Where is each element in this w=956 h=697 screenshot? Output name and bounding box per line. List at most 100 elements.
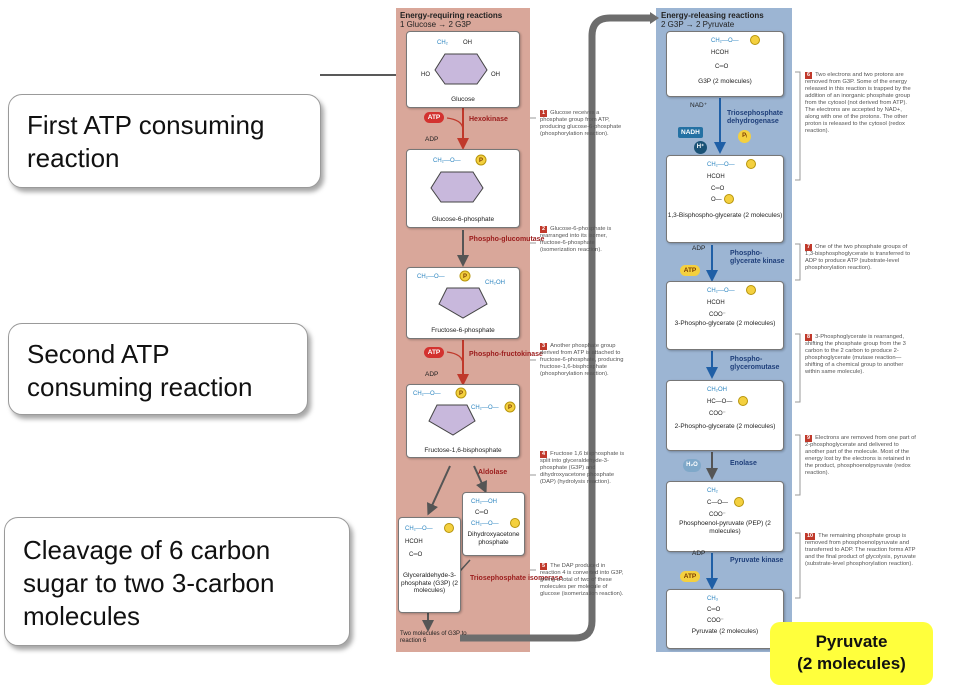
svg-text:P: P: [479, 158, 483, 164]
svg-text:COO⁻: COO⁻: [707, 618, 724, 624]
svg-text:CH₂—OH: CH₂—OH: [471, 499, 497, 505]
f16bp-label: Fructose-1,6-bisphosphate: [424, 447, 502, 454]
g3p-left-card: CH₂—O— HCOH C═O Glyceraldehyde-3-phospha…: [398, 517, 461, 613]
svg-text:CH₂—O—: CH₂—O—: [471, 521, 499, 527]
svg-text:P: P: [463, 274, 467, 280]
svg-text:C—O—: C—O—: [707, 500, 728, 506]
pyruvate-label: Pyruvate (2 molecules): [691, 628, 759, 635]
pi-badge: Pᵢ: [738, 130, 751, 143]
3pg-label: 3-Phospho-glycerate (2 molecules): [674, 320, 776, 327]
atp-badge-4: ATP: [680, 571, 700, 582]
pgm-label: Phospho-glyceromutase: [730, 356, 780, 371]
svg-text:CH₂—O—: CH₂—O—: [707, 162, 735, 168]
g6p-label: Glucose-6-phosphate: [431, 216, 495, 223]
svg-text:C═O: C═O: [707, 607, 721, 613]
nadh-badge: NADH: [678, 127, 703, 138]
2pg-card: CH₂OH HC—O— COO⁻ 2-Phospho-glycerate (2 …: [666, 380, 784, 451]
bpg-card: CH₂—O— HCOH C═O O— 1,3-Bisphospho-glycer…: [666, 155, 784, 243]
adp-label-1: ADP: [425, 136, 439, 143]
svg-text:HCOH: HCOH: [707, 174, 725, 180]
left-footer-text: Two molecules of G3P to reaction 6: [400, 631, 467, 644]
svg-text:COO⁻: COO⁻: [709, 512, 726, 518]
pep-card: CH₂ C—O— COO⁻ Phosphoenol-pyruvate (PEP)…: [666, 481, 784, 552]
right-panel-subtitle: 2 G3P → 2 Pyruvate: [661, 20, 735, 29]
left-panel-subtitle: 1 Glucose → 2 G3P: [400, 20, 472, 29]
right-panel-title: Energy-releasing reactions: [661, 11, 764, 20]
svg-text:HCOH: HCOH: [405, 539, 423, 545]
pyruvate-highlight-line2: (2 molecules): [797, 654, 906, 673]
pyruvate-card: CH₃ C═O COO⁻ Pyruvate (2 molecules): [666, 589, 784, 649]
callout-first-atp: First ATP consuming reaction: [8, 94, 321, 188]
svg-text:C═O: C═O: [711, 186, 725, 192]
phosphofructokinase-label: Phospho-fructokinase: [469, 351, 543, 358]
phosphoglucomutase-label: Phospho-glucomutase: [469, 236, 545, 243]
pk-label: Pyruvate kinase: [730, 557, 784, 564]
adp-label-3: ADP: [692, 245, 706, 252]
atp-badge-2: ATP: [424, 347, 444, 358]
3pg-card: CH₂—O— HCOH COO⁻ 3-Phospho-glycerate (2 …: [666, 281, 784, 350]
glucose-label: Glucose: [451, 96, 475, 103]
svg-text:P: P: [508, 405, 512, 411]
svg-text:HC—O—: HC—O—: [707, 399, 732, 405]
svg-text:CH₂: CH₂: [437, 40, 449, 46]
svg-text:CH₂—O—: CH₂—O—: [433, 158, 461, 164]
adp-label-4: ADP: [692, 550, 706, 557]
glucose-6-phosphate-card: CH₂—O— P Glucose-6-phosphate: [406, 149, 520, 228]
svg-text:HO: HO: [421, 72, 430, 78]
pgk-label: Phospho-glycerate kinase: [730, 250, 785, 265]
g3p-right-card: CH₂—O— HCOH C═O G3P (2 molecules): [666, 31, 784, 97]
h2o-badge: H₂O: [683, 459, 701, 472]
fructose-bisphosphate-card: CH₂—O— P CH₂—O— P Fructose-1,6-bisphosph…: [406, 384, 520, 458]
nad-label: NAD⁺: [690, 102, 708, 109]
dhap-label: Dihydroxyacetone phosphate: [467, 531, 520, 546]
tpd-label: Triosephosphate dehydrogenase: [727, 110, 784, 125]
transfer-pipe: [460, 14, 652, 642]
transfer-pipe-head: [650, 12, 659, 24]
svg-text:CH₂—O—: CH₂—O—: [405, 526, 433, 532]
svg-text:CH₂—O—: CH₂—O—: [417, 274, 445, 280]
svg-text:CH₂OH: CH₂OH: [485, 280, 505, 286]
svg-text:HCOH: HCOH: [711, 50, 729, 56]
isomerase-label: Triosephosphate isomerase: [470, 575, 563, 582]
svg-text:C═O: C═O: [715, 64, 729, 70]
svg-text:OH: OH: [491, 72, 500, 78]
callout-cleavage-text: Cleavage of 6 carbon sugar to two 3-carb…: [23, 535, 275, 631]
hexokinase-label: Hexokinase: [469, 116, 508, 123]
arrow-reaction-4a: [427, 465, 451, 516]
svg-text:CH₂—O—: CH₂—O—: [711, 38, 739, 44]
svg-text:CH₃: CH₃: [707, 596, 719, 602]
svg-text:C═O: C═O: [409, 552, 423, 558]
g3p-left-label: Glyceraldehyde-3-phosphate (G3P) (2 mole…: [400, 572, 459, 594]
left-panel-title: Energy-requiring reactions: [400, 11, 503, 20]
2pg-label: 2-Phospho-glycerate (2 molecules): [674, 423, 776, 430]
svg-text:HCOH: HCOH: [707, 300, 725, 306]
svg-text:P: P: [459, 391, 463, 397]
svg-text:COO⁻: COO⁻: [709, 411, 726, 417]
g3p-right-label: G3P (2 molecules): [698, 78, 752, 85]
svg-text:CH₂OH: CH₂OH: [707, 387, 727, 393]
svg-text:O—: O—: [711, 197, 722, 203]
f6p-label: Fructose-6-phosphate: [431, 327, 495, 334]
pyruvate-highlight-line1: Pyruvate: [815, 632, 888, 651]
svg-text:COO⁻: COO⁻: [709, 312, 726, 318]
callout-first-text: First ATP consuming reaction: [27, 110, 265, 173]
svg-text:C═O: C═O: [475, 510, 489, 516]
pyruvate-highlight-box: Pyruvate (2 molecules): [770, 622, 933, 685]
callout-second-atp: Second ATP consuming reaction: [8, 323, 308, 415]
h-plus-badge: H⁺: [694, 141, 707, 154]
callout-cleavage: Cleavage of 6 carbon sugar to two 3-carb…: [4, 517, 350, 646]
svg-text:OH: OH: [463, 40, 472, 46]
pep-label: Phosphoenol-pyruvate (PEP) (2 molecules): [679, 520, 771, 535]
enolase-label: Enolase: [730, 460, 757, 467]
